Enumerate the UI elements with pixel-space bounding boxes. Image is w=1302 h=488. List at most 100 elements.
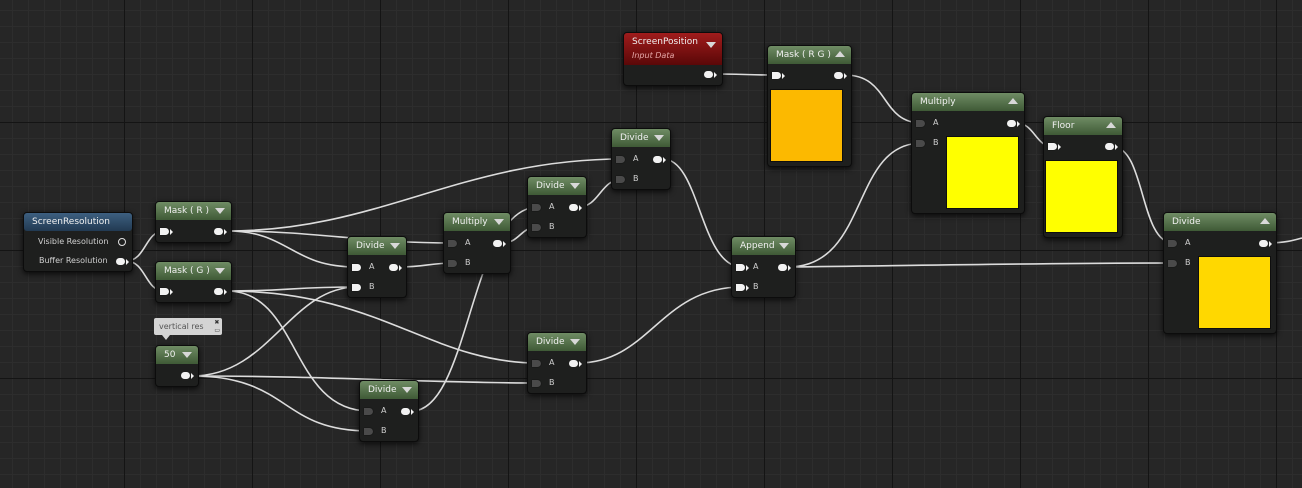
collapse-icon[interactable]: [182, 352, 192, 358]
divide-node-3[interactable]: Divide A B: [527, 332, 587, 394]
comment-bubble[interactable]: vertical res ✖▭: [154, 318, 222, 340]
visible-resolution-output-pin[interactable]: [118, 238, 126, 246]
pin-a-input[interactable]: [352, 264, 361, 271]
output-arrow: [1269, 241, 1272, 247]
pin-a-label: A: [633, 154, 639, 163]
collapse-icon[interactable]: [215, 268, 225, 274]
pin-a-label: A: [1185, 238, 1191, 247]
pin-a-label: A: [753, 262, 759, 271]
collapse-icon[interactable]: [215, 208, 225, 214]
collapse-icon[interactable]: [570, 183, 580, 189]
output-pin[interactable]: [214, 228, 223, 235]
output-arrow: [663, 157, 666, 163]
buffer-resolution-output-pin[interactable]: [116, 258, 125, 265]
collapse-icon[interactable]: [779, 243, 789, 249]
output-pin[interactable]: [1007, 120, 1016, 127]
wire-mask-g-to-divide1-b: [226, 286, 358, 292]
input-pin[interactable]: [772, 72, 781, 79]
output-arrow: [1017, 121, 1020, 127]
output-pin[interactable]: [214, 288, 223, 295]
collapse-icon[interactable]: [494, 219, 504, 225]
mask-g-node[interactable]: Mask ( G ): [155, 261, 232, 303]
pin-b-label: B: [381, 426, 387, 435]
multiply-node-1[interactable]: Multiply A B: [443, 212, 511, 274]
pin-b-input[interactable]: [448, 260, 457, 267]
pin-b-label: B: [369, 282, 375, 291]
pin-a-input[interactable]: [736, 264, 745, 271]
output-pin[interactable]: [653, 156, 662, 163]
output-pin[interactable]: [181, 372, 190, 379]
node-header: ScreenPosition Input Data: [624, 33, 722, 65]
collapse-icon[interactable]: [1260, 218, 1270, 224]
collapse-icon[interactable]: [654, 135, 664, 141]
comment-text: vertical res: [159, 322, 204, 331]
screen-resolution-node[interactable]: ScreenResolution Visible Resolution Buff…: [23, 212, 133, 272]
collapse-icon[interactable]: [402, 387, 412, 393]
append-node[interactable]: Append A B: [731, 236, 796, 298]
node-title: Multiply: [444, 213, 510, 231]
divide-node-5[interactable]: Divide A B: [359, 380, 419, 442]
preview-swatch: [770, 89, 843, 162]
collapse-icon[interactable]: [835, 51, 845, 57]
collapse-icon[interactable]: [570, 339, 580, 345]
output-arrow: [191, 373, 194, 379]
pin-a-input[interactable]: [364, 408, 373, 415]
input-arrow: [782, 73, 785, 79]
pin-b-input[interactable]: [532, 224, 541, 231]
output-pin[interactable]: [389, 264, 398, 271]
pin-b-input[interactable]: [616, 176, 625, 183]
input-arrow: [1058, 144, 1061, 150]
pin-b-input[interactable]: [352, 284, 361, 291]
divide-node-6[interactable]: Divide A B: [1163, 212, 1277, 334]
pin-a-input[interactable]: [532, 204, 541, 211]
output-pin[interactable]: [569, 360, 578, 367]
screen-position-node[interactable]: ScreenPosition Input Data: [623, 32, 723, 86]
pin-b-input[interactable]: [736, 284, 745, 291]
pin-b-label: B: [933, 138, 939, 147]
divide-node-1[interactable]: Divide A B: [347, 236, 407, 298]
mask-rg-node[interactable]: Mask ( R G ): [767, 45, 852, 167]
pin-a-input[interactable]: [448, 240, 457, 247]
output-arrow: [411, 409, 414, 415]
input-pin[interactable]: [160, 228, 169, 235]
floor-node[interactable]: Floor: [1043, 116, 1123, 238]
node-title: Mask ( R ): [156, 202, 231, 220]
collapse-icon[interactable]: [1106, 122, 1116, 128]
output-pin[interactable]: [1105, 143, 1114, 150]
preview-swatch: [1198, 256, 1271, 329]
output-arrow: [224, 229, 227, 235]
comment-pin-icon[interactable]: ✖▭: [214, 319, 220, 334]
pin-a-label: A: [933, 118, 939, 127]
wire-mask-g-to-divide3-a: [226, 290, 539, 364]
input-pin[interactable]: [1048, 143, 1057, 150]
pin-a-input[interactable]: [616, 156, 625, 163]
pin-b-input[interactable]: [916, 140, 925, 147]
pin-a-input[interactable]: [916, 120, 925, 127]
divide-node-2[interactable]: Divide A B: [527, 176, 587, 238]
pin-b-input[interactable]: [364, 428, 373, 435]
mask-r-node[interactable]: Mask ( R ): [155, 201, 232, 243]
input-pin[interactable]: [160, 288, 169, 295]
pin-b-input[interactable]: [532, 380, 541, 387]
output-arrow: [224, 289, 227, 295]
pin-b-input[interactable]: [1168, 260, 1177, 267]
output-arrow: [503, 241, 506, 247]
constant-node[interactable]: 50: [155, 345, 199, 387]
pin-a-input[interactable]: [532, 360, 541, 367]
collapse-icon[interactable]: [1008, 98, 1018, 104]
output-pin[interactable]: [401, 408, 410, 415]
output-pin[interactable]: [569, 204, 578, 211]
output-pin[interactable]: [1259, 240, 1268, 247]
node-title: Mask ( G ): [156, 262, 231, 280]
output-pin[interactable]: [778, 264, 787, 271]
collapse-icon[interactable]: [706, 42, 716, 48]
output-pin[interactable]: [834, 72, 843, 79]
node-subtitle: Input Data: [632, 51, 675, 60]
collapse-icon[interactable]: [390, 243, 400, 249]
pin-a-input[interactable]: [1168, 240, 1177, 247]
output-arrow: [579, 361, 582, 367]
output-pin[interactable]: [704, 71, 713, 78]
output-pin[interactable]: [493, 240, 502, 247]
divide-node-4[interactable]: Divide A B: [611, 128, 671, 190]
multiply-node-2[interactable]: Multiply A B: [911, 92, 1025, 214]
